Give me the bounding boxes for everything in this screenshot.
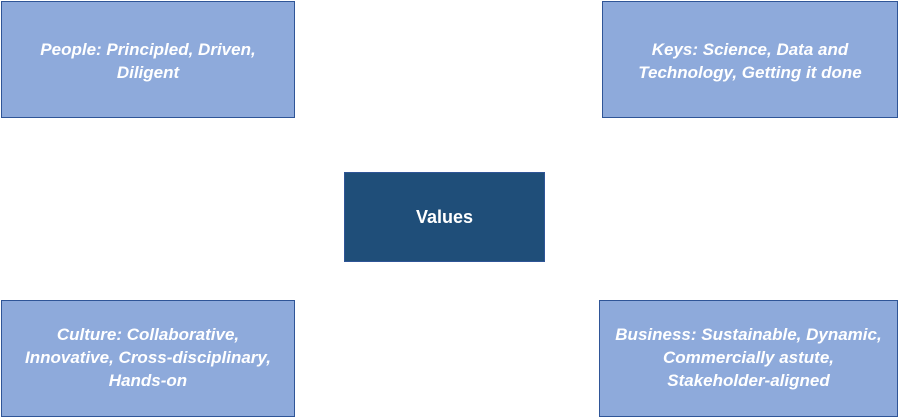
business-box: Business: Sustainable, Dynamic, Commerci… [599,300,898,417]
people-box: People: Principled, Driven, Diligent [1,1,295,118]
culture-label: Culture: Collaborative, Innovative, Cros… [25,325,271,390]
business-label: Business: Sustainable, Dynamic, Commerci… [615,325,882,390]
keys-label: Keys: Science, Data and Technology, Gett… [638,40,862,82]
values-label: Values [415,206,474,227]
keys-box: Keys: Science, Data and Technology, Gett… [602,1,898,118]
people-label: People: Principled, Driven, Diligent [40,40,256,82]
values-box: Values [344,172,545,262]
culture-box: Culture: Collaborative, Innovative, Cros… [1,300,295,417]
